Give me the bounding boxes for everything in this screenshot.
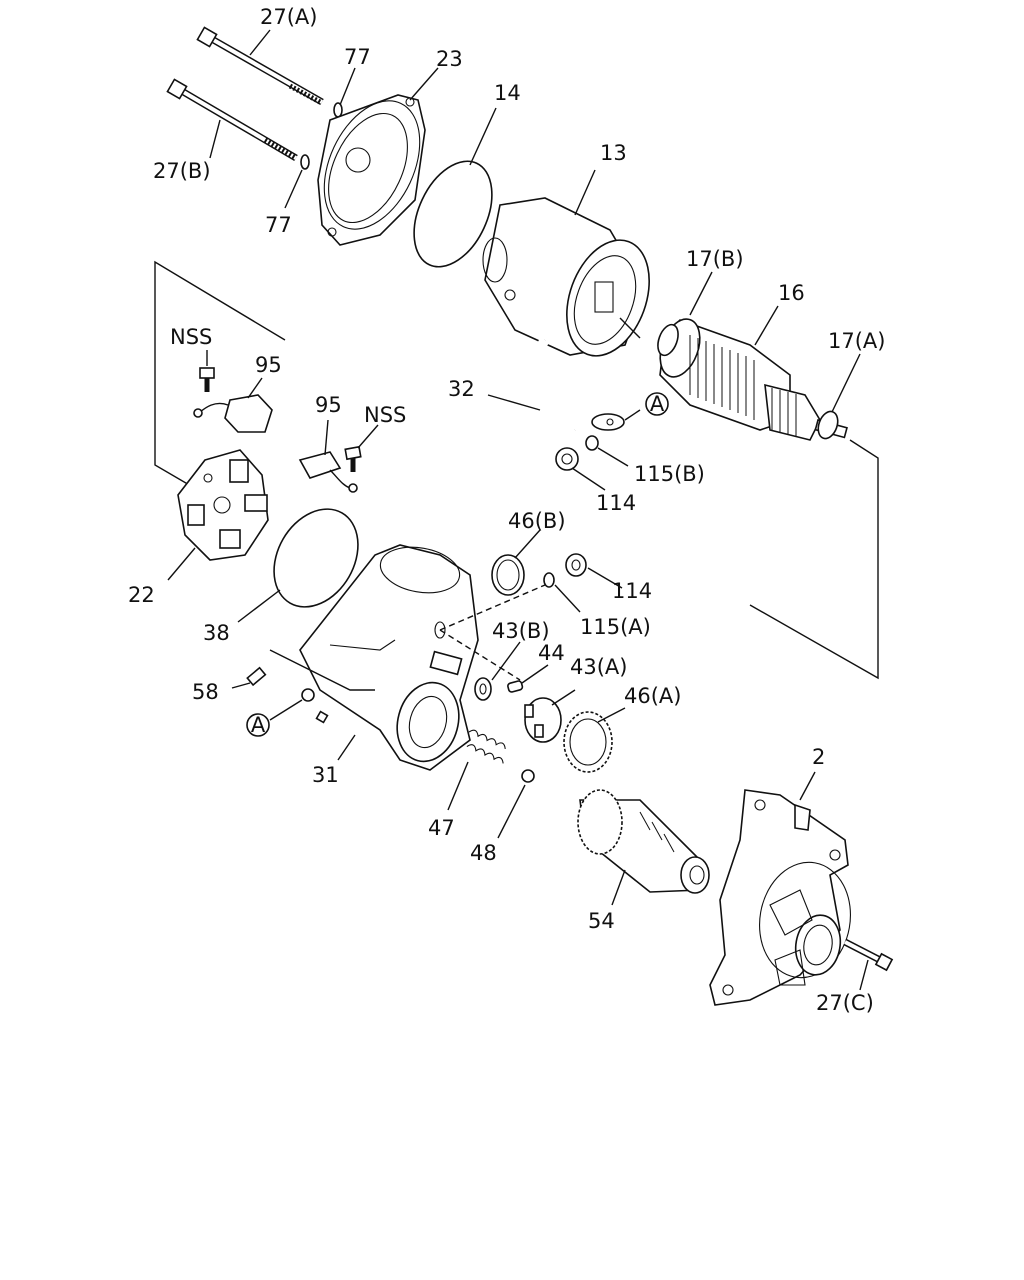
ball-58	[246, 666, 267, 687]
callout-14: 14	[494, 81, 521, 105]
callout-nss-upper: NSS	[170, 325, 212, 349]
callout-115b: 115(B)	[634, 462, 705, 486]
gear-46a	[563, 711, 613, 773]
brush-holder-22	[177, 449, 269, 561]
o-ring-38	[273, 508, 359, 608]
callout-43a: 43(A)	[570, 655, 627, 679]
housing-31	[299, 544, 479, 771]
callout-48: 48	[470, 841, 497, 865]
callout-46a: 46(A)	[624, 684, 681, 708]
nut-114-upper	[555, 447, 579, 471]
retainer-43a	[524, 697, 562, 743]
callout-17a: 17(A)	[828, 329, 885, 353]
bolt-27c	[843, 938, 894, 972]
pin-44	[507, 680, 524, 693]
callout-43b: 43(B)	[492, 619, 550, 643]
brush-holder-guide-line	[154, 260, 286, 501]
callout-114-lower: 114	[612, 579, 652, 603]
washer-77-lower	[300, 154, 310, 170]
callout-labels: 27(A) 77 23 14 27(B) 77 13 17(B) 16 17(A…	[128, 5, 885, 1015]
lead-wire-32	[532, 337, 625, 439]
reference-mark-label: A	[251, 713, 266, 737]
washer-115a	[543, 572, 555, 588]
armature-guide-line	[749, 439, 879, 680]
callout-38: 38	[203, 621, 230, 645]
leader-lines	[167, 29, 869, 991]
dashed-axis-line	[439, 584, 546, 631]
callout-22: 22	[128, 583, 155, 607]
screw-nss-upper	[199, 367, 215, 392]
callout-115a: 115(A)	[580, 615, 651, 639]
front-bracket-2	[709, 789, 851, 1006]
callout-44: 44	[538, 641, 565, 665]
callout-54: 54	[588, 909, 615, 933]
callout-32: 32	[448, 377, 475, 401]
brush-95-right	[298, 451, 358, 493]
callout-27a: 27(A)	[260, 5, 317, 29]
housing-guide-line	[269, 649, 375, 691]
reference-mark-a-lower: A	[246, 713, 270, 737]
rear-cover-23	[317, 94, 426, 246]
through-bolt-27b	[166, 78, 298, 162]
callout-77-lower: 77	[265, 213, 292, 237]
callout-46b: 46(B)	[508, 509, 566, 533]
washer-115b	[585, 435, 599, 451]
callout-17b: 17(B)	[686, 247, 744, 271]
ball-48	[521, 769, 535, 783]
pinion-clutch-54	[577, 789, 710, 894]
brush-95-left	[193, 394, 273, 433]
callout-95-left: 95	[255, 353, 282, 377]
callout-13: 13	[600, 141, 627, 165]
armature-16	[659, 318, 848, 441]
o-ring-14	[413, 160, 493, 268]
reference-mark-a-upper: A	[645, 392, 669, 416]
callout-58: 58	[192, 680, 219, 704]
washer-77-upper	[333, 102, 343, 118]
nut-114-lower	[565, 553, 587, 577]
through-bolt-27a	[196, 26, 324, 106]
yoke-13	[482, 197, 650, 357]
callout-23: 23	[436, 47, 463, 71]
bearing-17a	[817, 410, 839, 440]
callout-47: 47	[428, 816, 455, 840]
spring-47	[466, 729, 506, 764]
callout-nss-lower: NSS	[364, 403, 406, 427]
callout-27b: 27(B)	[153, 159, 211, 183]
gear-46b	[491, 554, 525, 596]
reference-mark-label: A	[650, 392, 665, 416]
callout-31: 31	[312, 763, 339, 787]
washer-43b	[474, 677, 492, 701]
callout-16: 16	[778, 281, 805, 305]
gear-axis-line	[439, 629, 521, 681]
callout-95-right: 95	[315, 393, 342, 417]
callout-27c: 27(C)	[816, 991, 874, 1015]
callout-114-upper: 114	[596, 491, 636, 515]
screw-nss-lower	[344, 445, 362, 472]
callout-2: 2	[812, 745, 825, 769]
callout-77-upper: 77	[344, 45, 371, 69]
bearing-17b	[657, 323, 679, 357]
